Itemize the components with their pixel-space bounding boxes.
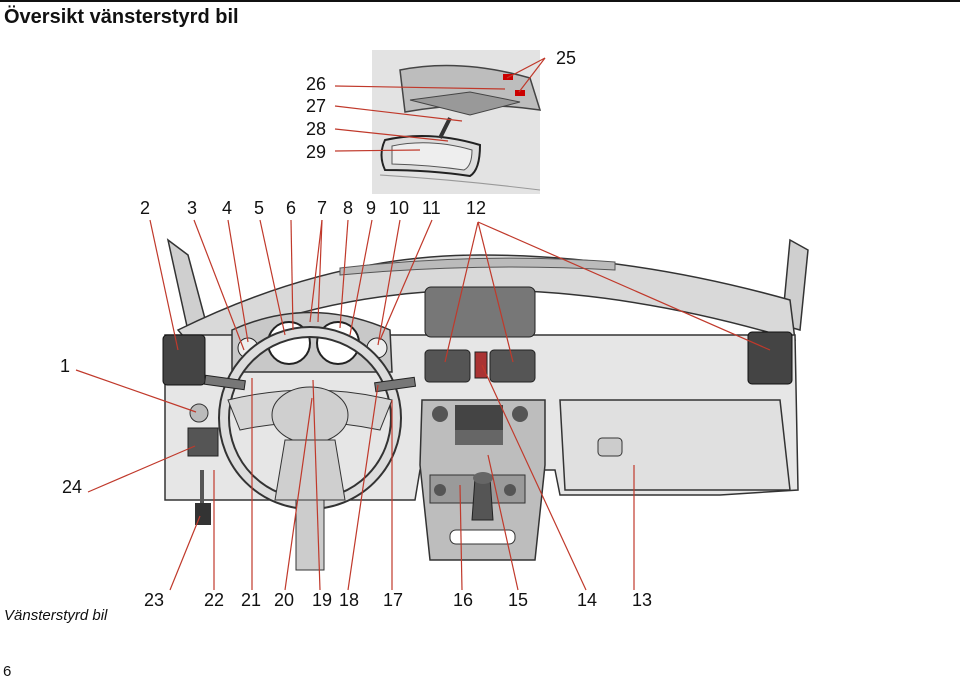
callout-10: 10 [389,198,409,218]
callout-5: 5 [254,198,264,218]
mirror-inset [372,50,542,194]
callout-23: 23 [144,590,164,610]
page-number: 6 [3,663,12,680]
callout-numbers: 25 26 27 28 29 2 3 4 5 6 7 8 9 10 11 12 … [60,48,652,610]
callout-14: 14 [577,590,597,610]
callout-17: 17 [383,590,403,610]
callout-29: 29 [306,142,326,162]
callout-19: 19 [312,590,332,610]
callout-12: 12 [466,198,486,218]
leader-lines [75,57,771,591]
callout-15: 15 [508,590,528,610]
callout-9: 9 [366,198,376,218]
dashboard [162,238,809,571]
callout-2: 2 [140,198,150,218]
callout-27: 27 [306,96,326,116]
callout-20: 20 [274,590,294,610]
callout-4: 4 [222,198,232,218]
top-rule [0,0,960,2]
callout-8: 8 [343,198,353,218]
page-title: Översikt vänsterstyrd bil [4,6,239,28]
callout-11: 11 [422,198,441,218]
callout-6: 6 [286,198,296,218]
callout-21: 21 [241,590,261,610]
callout-26: 26 [306,74,326,94]
callout-18: 18 [339,590,359,610]
callout-28: 28 [306,119,326,139]
callout-16: 16 [453,590,473,610]
figure-caption: Vänsterstyrd bil [4,607,108,624]
callout-25: 25 [556,48,576,68]
callout-7: 7 [317,198,327,218]
callout-22: 22 [204,590,224,610]
callout-24: 24 [62,477,82,497]
callout-3: 3 [187,198,197,218]
callout-13: 13 [632,590,652,610]
callout-1: 1 [60,356,70,376]
